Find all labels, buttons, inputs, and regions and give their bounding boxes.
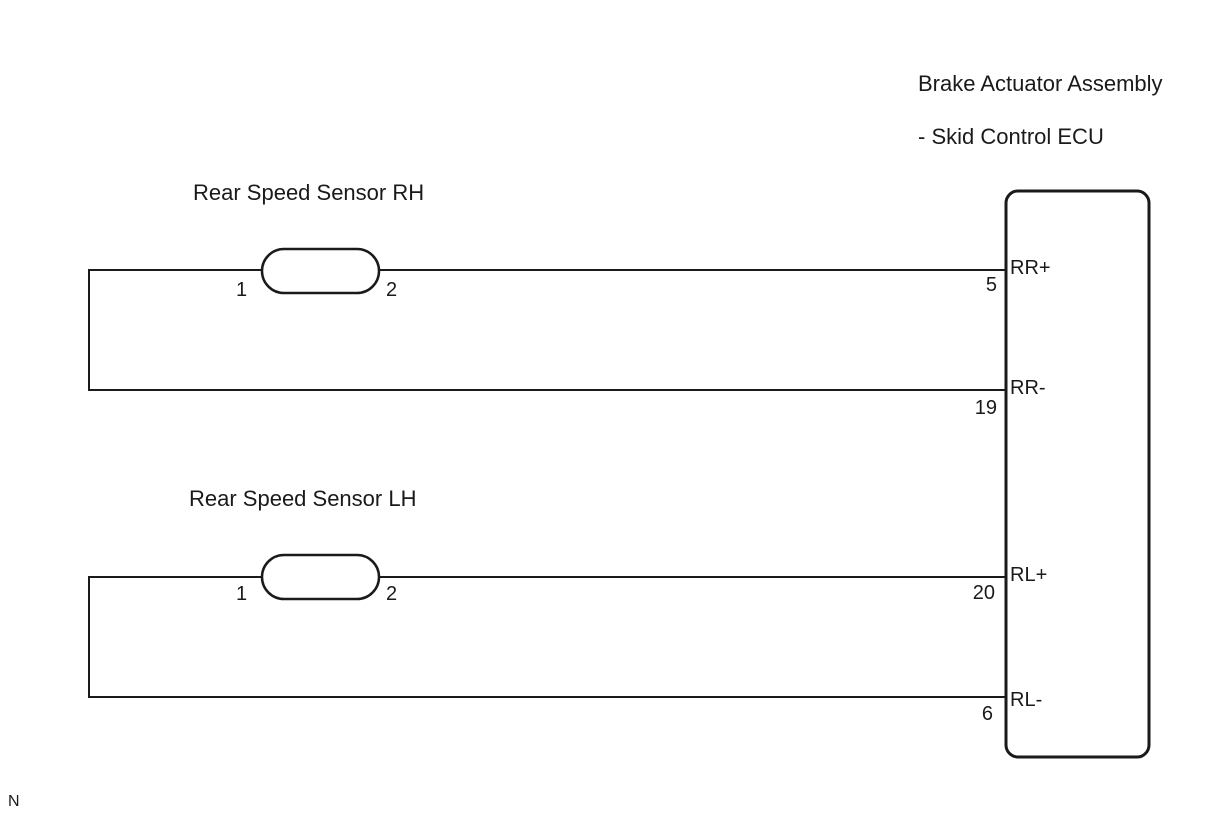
ecu-box	[1004, 189, 1151, 759]
ecu-title-line1: Brake Actuator Assembly	[918, 71, 1163, 96]
ecu-pin-19: 19	[975, 397, 997, 419]
sensor-lh-pin-right: 2	[386, 583, 397, 605]
sensor-lh-body	[260, 553, 381, 601]
ecu-pin-20: 20	[973, 582, 995, 604]
corner-mark: N	[8, 793, 20, 810]
sensor-rh-pin-left: 1	[236, 279, 247, 301]
ecu-signal-rr-plus: RR+	[1010, 257, 1051, 279]
ecu-pin-6: 6	[982, 703, 993, 725]
ecu-title-line2: - Skid Control ECU	[918, 124, 1104, 149]
sensor-rh-label: Rear Speed Sensor RH	[193, 180, 424, 205]
sensor-rh-body	[260, 247, 381, 295]
ecu-pin-5: 5	[986, 274, 997, 296]
ecu-signal-rl-plus: RL+	[1010, 564, 1047, 586]
ecu-signal-rl-minus: RL-	[1010, 689, 1042, 711]
ecu-signal-rr-minus: RR-	[1010, 377, 1046, 399]
sensor-lh-pin-left: 1	[236, 583, 247, 605]
sensor-rh-pin-right: 2	[386, 279, 397, 301]
sensor-lh-label: Rear Speed Sensor LH	[189, 486, 416, 511]
